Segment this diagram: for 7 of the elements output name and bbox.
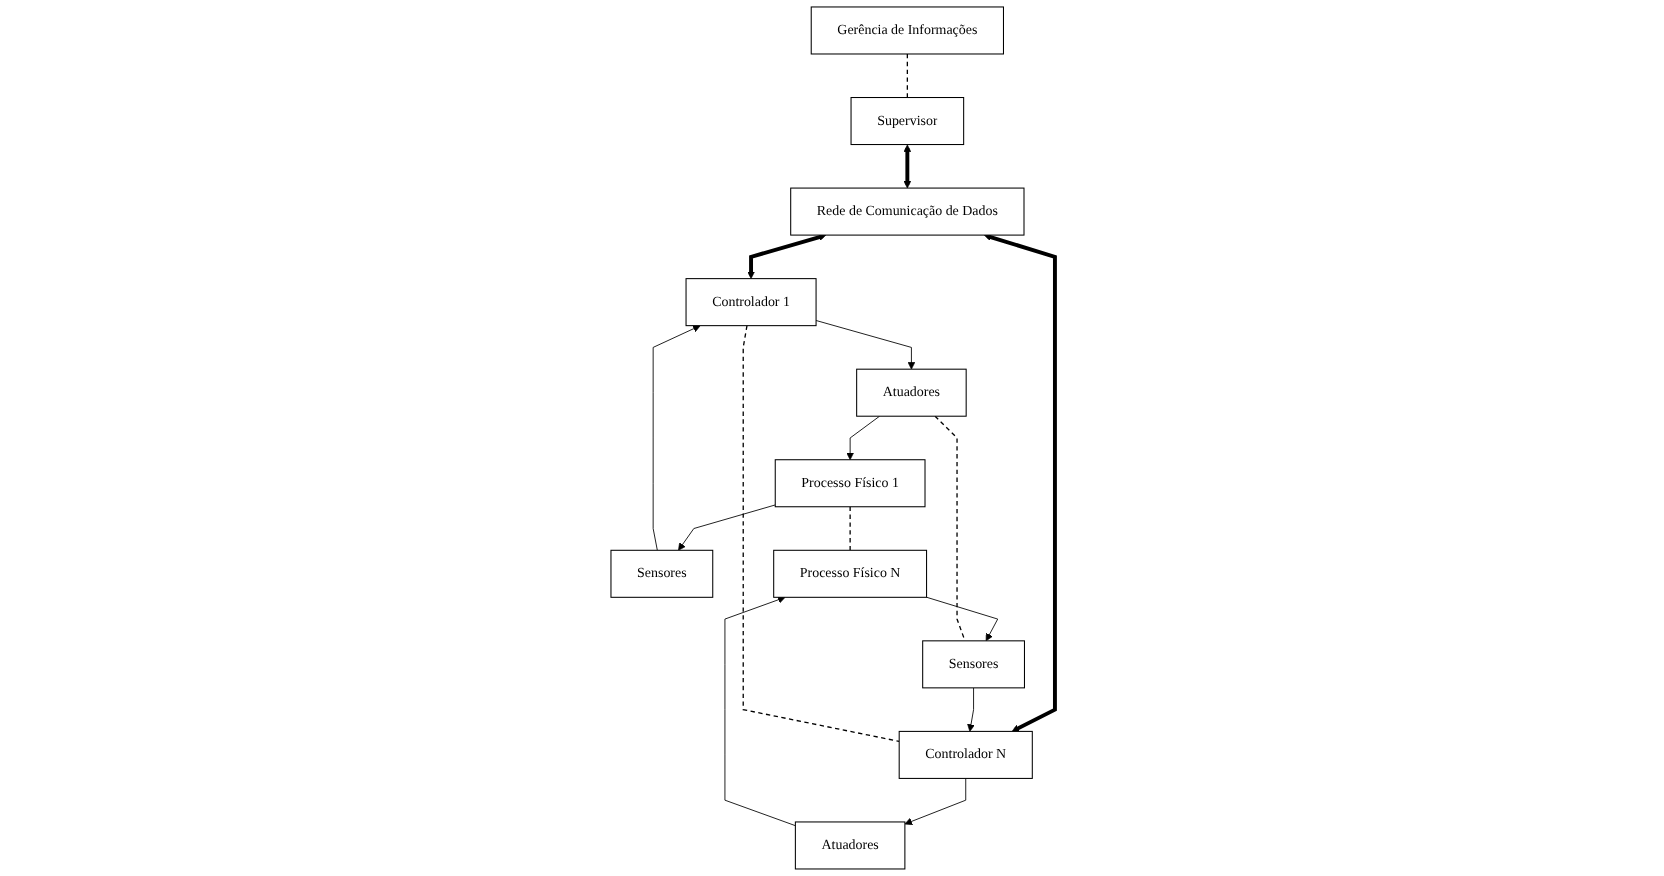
connector (905, 53, 908, 99)
arrow (983, 233, 1056, 732)
connector (933, 415, 965, 642)
arrow (902, 144, 911, 189)
connector (848, 506, 850, 551)
connector (741, 325, 899, 743)
arrow (746, 233, 826, 279)
